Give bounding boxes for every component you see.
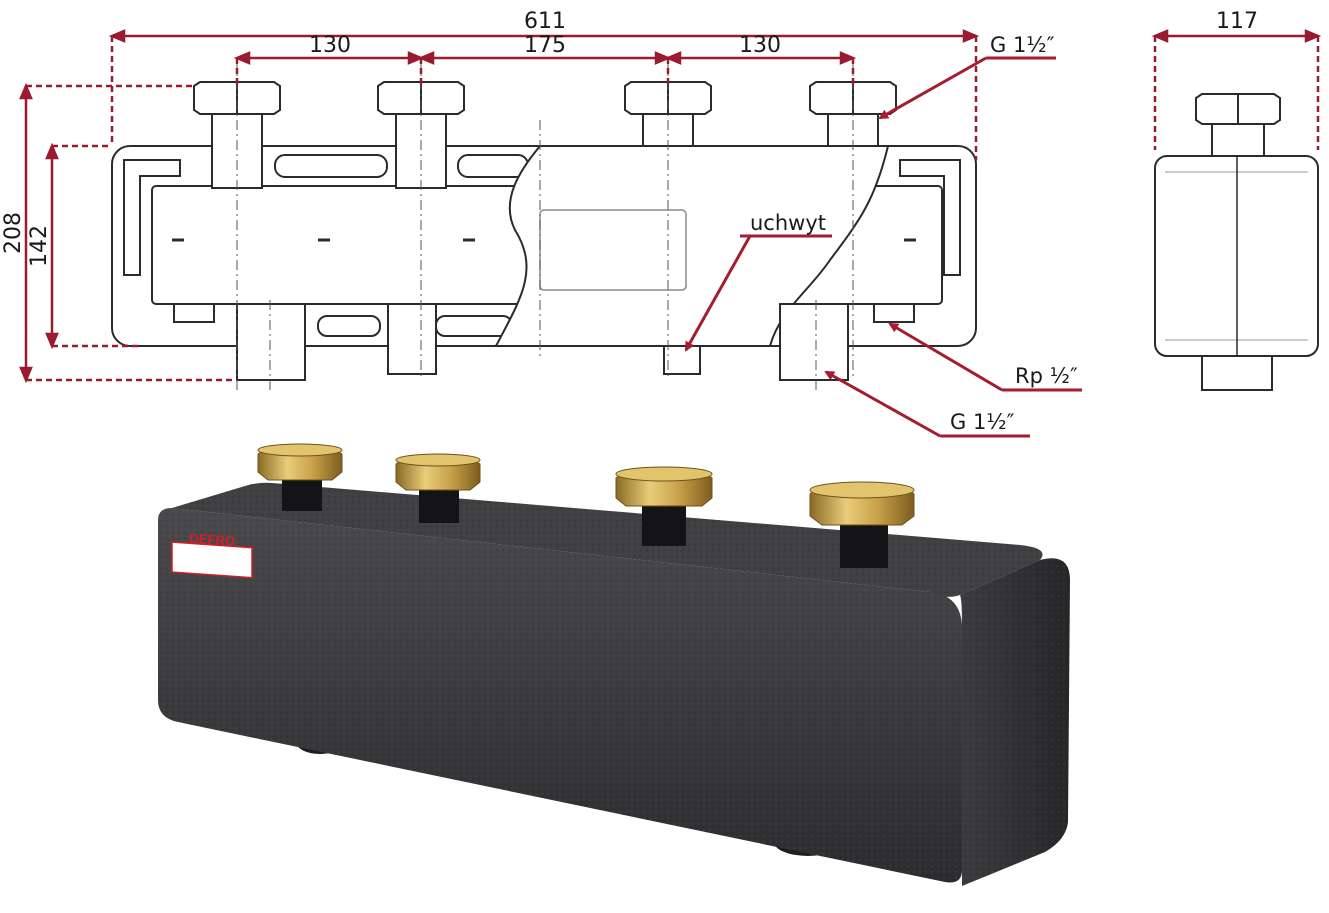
brass-connector-1 — [257, 443, 343, 511]
dimension-142: 142 — [27, 225, 52, 267]
bottom-pipe-3 — [663, 345, 701, 375]
callout-top-thread: G 1½″ — [990, 33, 1055, 57]
callout-handle: uchwyt — [750, 211, 826, 235]
brand-logo — [171, 541, 253, 579]
dimension-130-left: 130 — [309, 33, 351, 58]
slot — [435, 315, 513, 337]
product-render — [158, 443, 1070, 886]
slot — [274, 154, 388, 178]
dimension-lines — [19, 29, 1322, 384]
slot — [317, 315, 381, 337]
brand-text: DEFRO — [189, 530, 235, 548]
side-view-drawing — [1154, 93, 1319, 391]
corner-bracket-left — [123, 159, 181, 276]
corner-bracket-right — [899, 159, 961, 276]
callout-lines — [684, 56, 1082, 438]
bottom-pipe-2 — [387, 303, 437, 375]
brass-connector-2 — [395, 453, 481, 523]
bottom-pipe-4 — [779, 303, 849, 381]
front-view-drawing — [111, 60, 977, 390]
cutaway-section — [494, 145, 890, 347]
slot — [457, 154, 529, 178]
rp-port-right — [873, 303, 915, 323]
callout-side-thread: Rp ½″ — [1015, 364, 1078, 388]
dimension-175: 175 — [524, 33, 566, 58]
brass-connector-4 — [809, 481, 915, 568]
brass-connector-3 — [615, 466, 713, 546]
dimension-611: 611 — [524, 9, 566, 34]
callout-bottom-thread: G 1½″ — [950, 410, 1015, 434]
rp-port-left — [173, 303, 215, 323]
dimension-117: 117 — [1216, 9, 1258, 34]
dimension-208: 208 — [1, 212, 26, 254]
dimension-130-right: 130 — [739, 33, 781, 58]
bottom-pipe-1 — [236, 303, 306, 381]
